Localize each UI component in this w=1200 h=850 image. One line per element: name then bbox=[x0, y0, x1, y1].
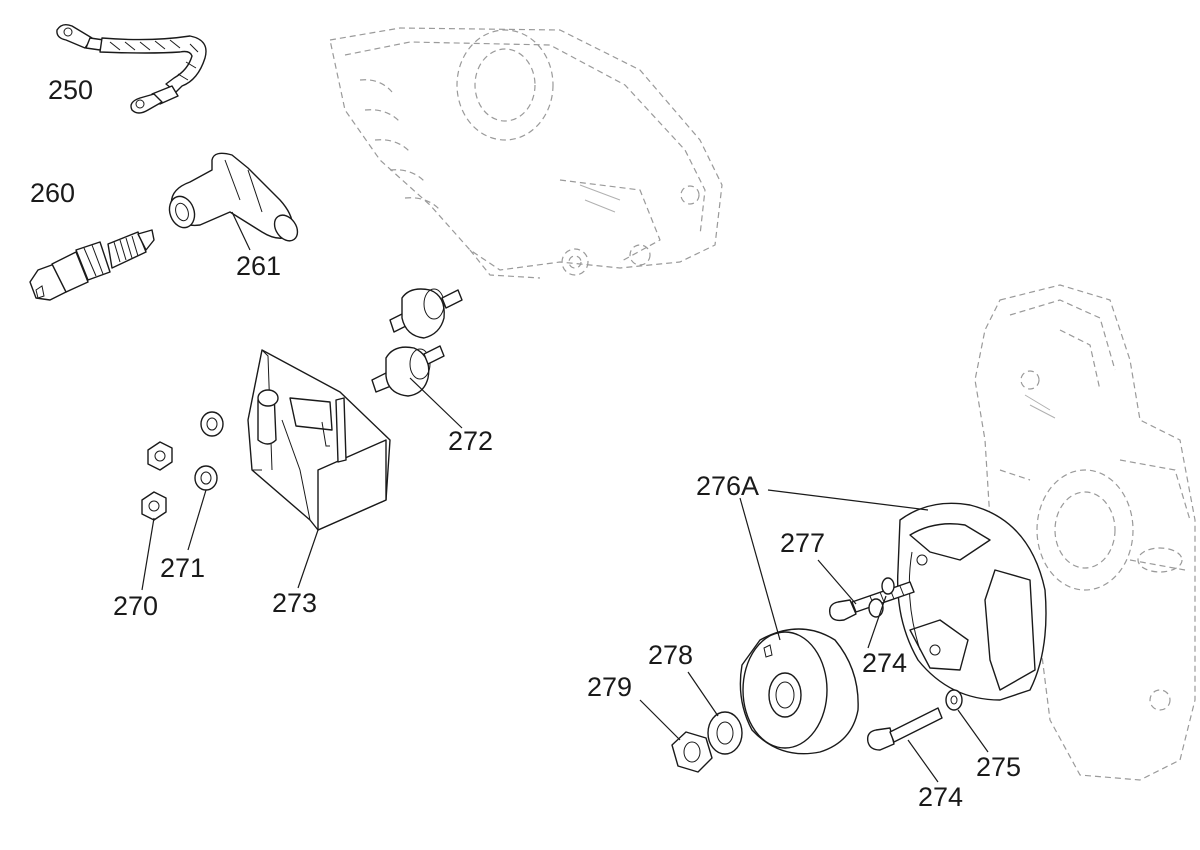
leader-279 bbox=[639, 699, 681, 741]
callout-270: 270 bbox=[113, 591, 158, 621]
leader-278 bbox=[687, 671, 719, 717]
spark-plug-cap-part bbox=[168, 152, 299, 242]
callout-273: 273 bbox=[272, 588, 317, 618]
leader-lines bbox=[141, 211, 989, 783]
screw-274-lower-part bbox=[866, 707, 943, 751]
leader-271 bbox=[187, 489, 207, 551]
spark-plug-part bbox=[29, 229, 155, 301]
leader-277 bbox=[817, 559, 857, 605]
callout-272: 272 bbox=[448, 426, 493, 456]
washer-lower-part bbox=[194, 465, 218, 491]
ground-cable-part bbox=[56, 23, 207, 114]
leader-274-lower bbox=[907, 739, 939, 783]
callout-250: 250 bbox=[48, 75, 93, 105]
callout-279: 279 bbox=[587, 672, 632, 702]
leader-272 bbox=[409, 377, 463, 429]
rubber-mount-lower-part bbox=[371, 345, 445, 397]
callout-278: 278 bbox=[648, 640, 693, 670]
callout-labels: 250 260 261 272 271 270 273 276A 277 274… bbox=[30, 75, 1021, 812]
callout-276a: 276A bbox=[696, 471, 759, 501]
rubber-mount-upper-part bbox=[389, 288, 463, 339]
crankcase-ghost-right bbox=[974, 284, 1196, 781]
leader-261 bbox=[231, 211, 251, 251]
washer-upper-part bbox=[200, 411, 224, 437]
callout-277: 277 bbox=[780, 528, 825, 558]
callout-275: 275 bbox=[976, 752, 1021, 782]
crankcase-ghost-upper bbox=[329, 27, 723, 279]
nut-279-part bbox=[671, 731, 713, 773]
washer-275-part bbox=[945, 689, 963, 711]
washer-274-upper-part bbox=[868, 577, 895, 618]
leader-276a-rotor bbox=[739, 497, 781, 641]
stator-plate-part bbox=[896, 502, 1047, 701]
leader-270 bbox=[141, 517, 155, 591]
leader-276a-stator bbox=[767, 489, 929, 511]
callout-260: 260 bbox=[30, 178, 75, 208]
washer-278-part bbox=[707, 711, 743, 755]
callout-274-upper: 274 bbox=[862, 648, 907, 678]
nut-lower-part bbox=[141, 491, 167, 521]
callout-274-lower: 274 bbox=[918, 782, 963, 812]
leader-275 bbox=[957, 709, 989, 753]
flywheel-rotor-part bbox=[739, 628, 859, 755]
ignition-coil-part bbox=[247, 349, 391, 531]
callout-261: 261 bbox=[236, 251, 281, 281]
leader-274-upper bbox=[867, 595, 887, 649]
nut-upper-part bbox=[147, 441, 173, 471]
leader-273 bbox=[297, 529, 319, 589]
callout-271: 271 bbox=[160, 553, 205, 583]
